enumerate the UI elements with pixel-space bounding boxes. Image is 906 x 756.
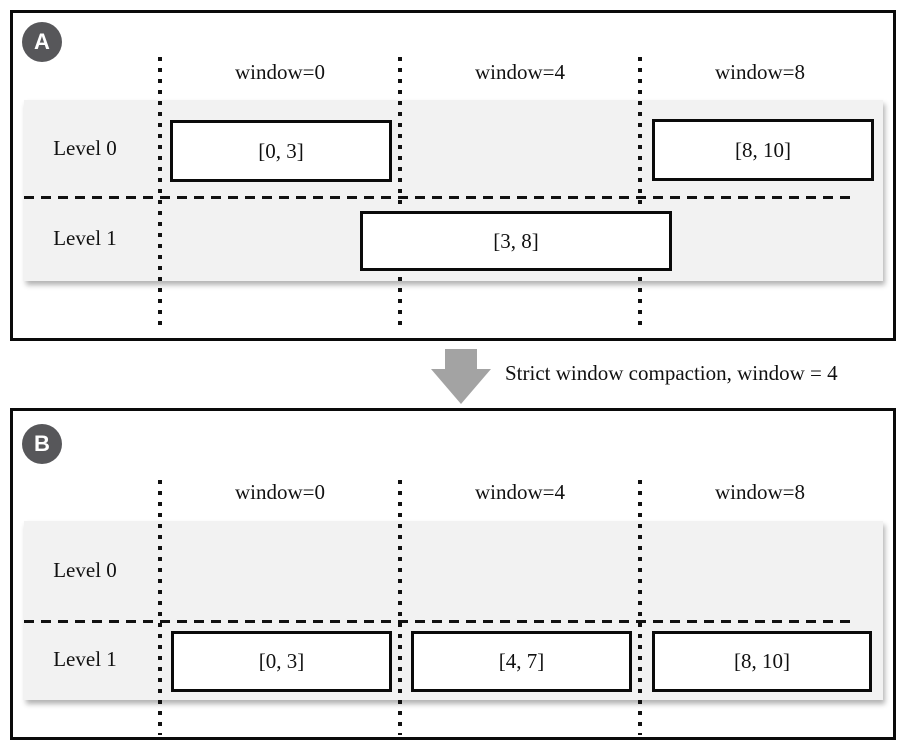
sstable-box: [0, 3] xyxy=(171,631,392,692)
panel-a-window-boundary-line-4 xyxy=(398,57,402,325)
panel-a-window-boundary-line-0 xyxy=(158,57,162,325)
panel-b-column-header-window0: window=0 xyxy=(234,480,325,504)
panel-b-window-boundary-line-0 xyxy=(158,480,162,735)
panel-b-column-header-window4: window=4 xyxy=(474,480,565,504)
down-arrow-icon-head xyxy=(431,369,491,404)
panel-b-window-boundary-line-8 xyxy=(638,480,642,735)
panel-b-level-separator-line xyxy=(24,620,851,623)
compaction-transition-label: Strict window compaction, window = 4 xyxy=(505,361,838,385)
panel-a-column-header-window0: window=0 xyxy=(234,60,325,84)
down-arrow-icon xyxy=(445,349,477,370)
panel-a-column-header-window8: window=8 xyxy=(714,60,805,84)
panel-a-level1-label: Level 1 xyxy=(53,226,117,250)
panel-b-column-header-window8: window=8 xyxy=(714,480,805,504)
sstable-box: [0, 3] xyxy=(170,120,392,182)
panel-a-badge: A xyxy=(22,22,62,62)
sstable-box: [8, 10] xyxy=(652,119,874,181)
panel-a-level-separator-line xyxy=(24,196,851,199)
panel-b-badge: B xyxy=(22,424,62,464)
panel-b-level1-label: Level 1 xyxy=(53,647,117,671)
sstable-box: [4, 7] xyxy=(411,631,632,692)
panel-b-level0-label: Level 0 xyxy=(53,558,117,582)
panel-b-after-compaction: B window=0 window=4 window=8 Level 0 Lev… xyxy=(10,408,896,740)
panel-a-level0-label: Level 0 xyxy=(53,136,117,160)
sstable-box: [8, 10] xyxy=(652,631,872,692)
panel-a-column-header-window4: window=4 xyxy=(474,60,565,84)
panel-b-window-boundary-line-4 xyxy=(398,480,402,735)
panel-a-before-compaction: A window=0 window=4 window=8 Level 0 Lev… xyxy=(10,10,896,341)
panel-a-window-boundary-line-8 xyxy=(638,57,642,325)
sstable-box: [3, 8] xyxy=(360,211,672,271)
